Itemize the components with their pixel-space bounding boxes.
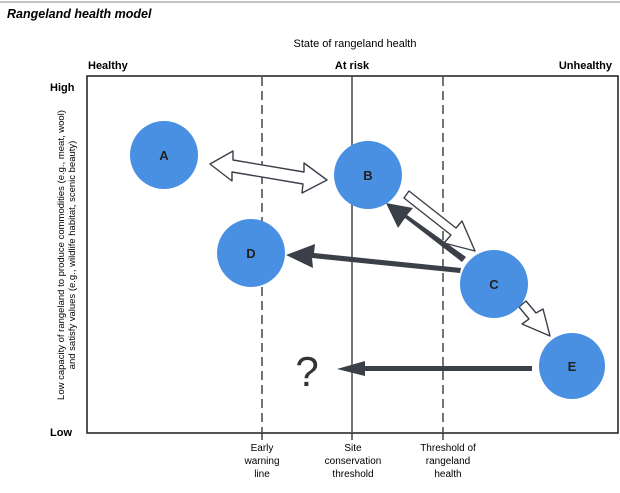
- node-e-circle: [539, 333, 605, 399]
- rangeland-threshold-caption-line2: rangeland: [426, 456, 470, 467]
- y-axis-label-line1: Low capacity of rangeland to produce com…: [56, 110, 67, 400]
- site-conservation-caption: Site conservation threshold: [325, 443, 382, 480]
- y-high-label: High: [50, 82, 75, 94]
- arrow-c-to-d: [286, 244, 461, 273]
- node-c-circle: [460, 250, 528, 318]
- arrow-e-to-unknown: [337, 361, 532, 376]
- node-d-circle: [217, 219, 285, 287]
- y-axis-label-line2: and satisfy values (e.g., wildlife habit…: [67, 141, 78, 370]
- arrow-b-to-c: [403, 190, 476, 252]
- early-warning-caption-line3: line: [254, 469, 270, 480]
- node-e-label: E: [568, 359, 577, 374]
- site-conservation-caption-line1: Site: [344, 443, 362, 454]
- node-b-circle: [334, 141, 402, 209]
- at-risk-label: At risk: [335, 60, 370, 72]
- node-d: D: [217, 219, 285, 287]
- arrow-c-to-b: [386, 203, 466, 262]
- node-a: A: [130, 121, 198, 189]
- unknown-outcome-mark: ?: [295, 348, 318, 395]
- early-warning-caption-line2: warning: [243, 456, 279, 467]
- unhealthy-label: Unhealthy: [559, 60, 613, 72]
- rangeland-threshold-caption-line1: Threshold of: [420, 443, 476, 454]
- site-conservation-caption-line2: conservation: [325, 456, 382, 467]
- node-b-label: B: [363, 168, 372, 183]
- early-warning-caption-line1: Early: [251, 443, 274, 454]
- node-c: C: [460, 250, 528, 318]
- node-b: B: [334, 141, 402, 209]
- arrow-a-b-two-way: [209, 150, 328, 194]
- rangeland-threshold-caption: Threshold of rangeland health: [420, 443, 476, 480]
- site-conservation-caption-line3: threshold: [332, 469, 373, 480]
- node-a-circle: [130, 121, 198, 189]
- arrow-c-to-e: [518, 300, 551, 337]
- node-a-label: A: [159, 148, 169, 163]
- rangeland-threshold-caption-line3: health: [434, 469, 461, 480]
- healthy-label: Healthy: [88, 60, 129, 72]
- node-e: E: [539, 333, 605, 399]
- top-axis-label: State of rangeland health: [294, 38, 417, 50]
- node-d-label: D: [246, 246, 255, 261]
- early-warning-caption: Early warning line: [243, 443, 279, 480]
- y-low-label: Low: [50, 427, 72, 439]
- y-axis-label: Low capacity of rangeland to produce com…: [56, 110, 78, 400]
- node-c-label: C: [489, 277, 499, 292]
- figure-title: Rangeland health model: [7, 7, 152, 21]
